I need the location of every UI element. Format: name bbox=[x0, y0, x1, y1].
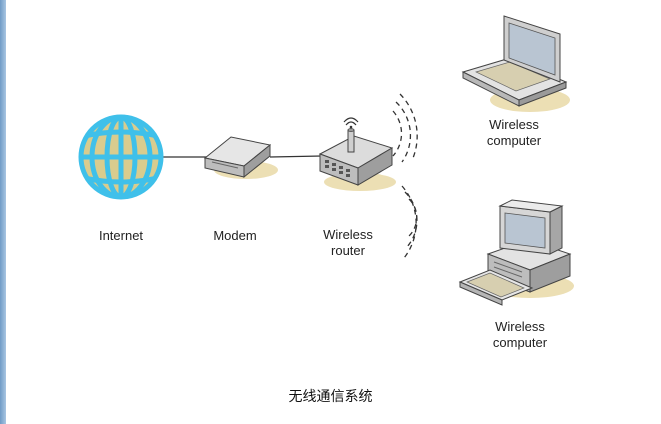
line-modem-router bbox=[269, 155, 323, 158]
modem-icon bbox=[203, 136, 278, 179]
globe-icon bbox=[78, 114, 164, 200]
label-desktop-line2: computer bbox=[492, 335, 548, 350]
wireless-waves-lower-icon bbox=[401, 185, 418, 259]
label-router-line1: Wireless bbox=[323, 227, 373, 242]
label-internet-text: Internet bbox=[98, 228, 144, 243]
label-modem: Modem bbox=[200, 228, 270, 244]
desktop-computer-icon bbox=[458, 199, 574, 306]
connection-lines bbox=[162, 155, 323, 158]
wireless-waves-upper-icon bbox=[392, 93, 418, 163]
label-laptop-line1: Wireless bbox=[489, 117, 539, 132]
left-border bbox=[0, 0, 6, 424]
label-router: Wireless router bbox=[310, 227, 386, 259]
laptop-icon bbox=[461, 15, 570, 112]
label-laptop-line2: computer bbox=[486, 133, 542, 148]
diagram-caption: 无线通信系统 bbox=[288, 389, 373, 405]
label-router-line2: router bbox=[331, 243, 365, 258]
router-icon bbox=[318, 117, 396, 191]
label-internet: Internet bbox=[86, 228, 156, 244]
label-modem-text: Modem bbox=[213, 228, 257, 243]
label-laptop: Wireless computer bbox=[474, 117, 554, 149]
label-desktop: Wireless computer bbox=[480, 319, 560, 351]
label-desktop-line1: Wireless bbox=[495, 319, 545, 334]
